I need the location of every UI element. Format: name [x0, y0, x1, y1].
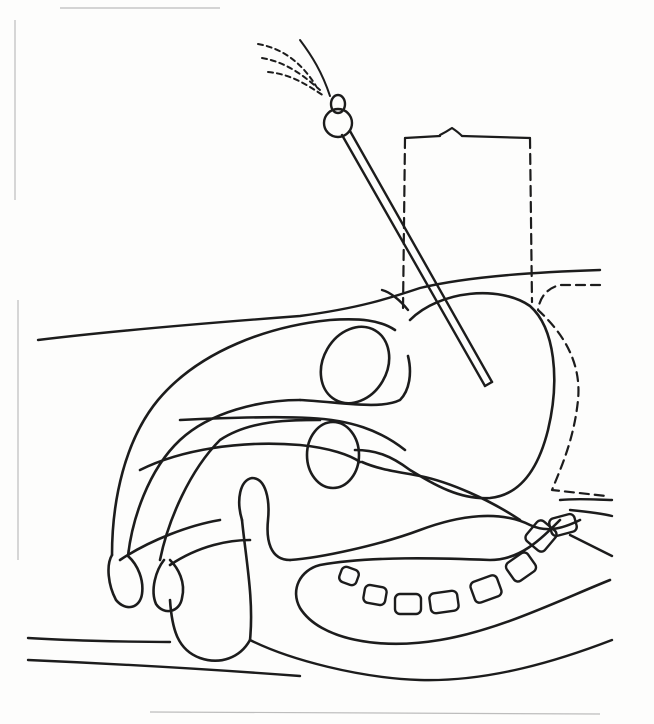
urethral-structure: [307, 422, 359, 488]
catheter-wires: [258, 44, 324, 96]
page-border: [15, 8, 600, 714]
dashed-organ-outline: [538, 285, 606, 496]
perineal-region: [170, 478, 580, 661]
wire-solid: [300, 40, 330, 96]
lower-body-outline: [28, 499, 612, 680]
dashed-bracket: [403, 128, 532, 310]
skin-outline: [38, 270, 600, 340]
